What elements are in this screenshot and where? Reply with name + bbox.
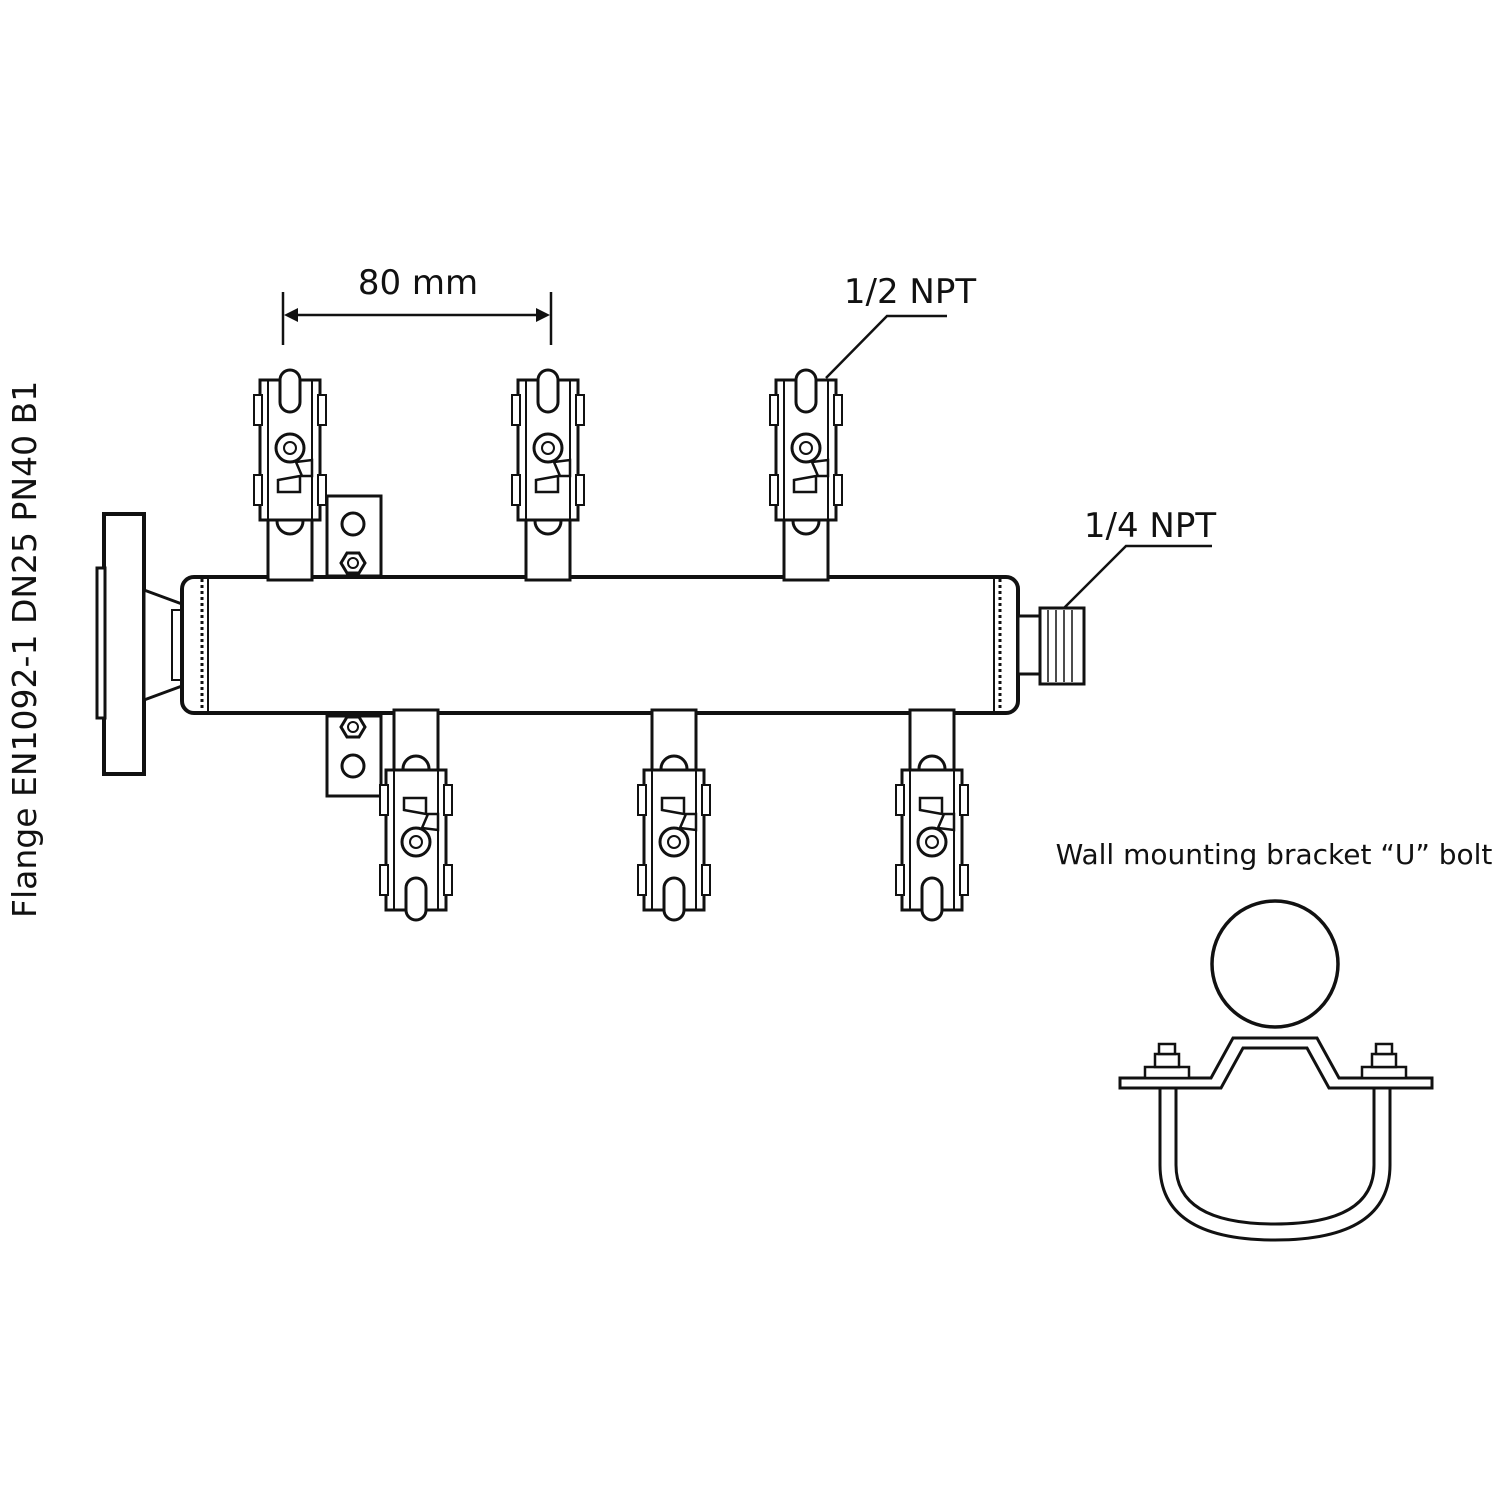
valve-top-3: [768, 368, 844, 582]
outlet-thread-leader: [825, 314, 947, 379]
spacing-label: 80 mm: [358, 263, 478, 303]
valve-top-1: [252, 368, 328, 582]
u-bolt-bracket: [1118, 899, 1434, 1242]
flange-label: Flange EN1092-1 DN25 PN40 B1: [5, 381, 44, 918]
outlet-thread-label: 1/2 NPT: [844, 272, 976, 312]
valve-top-2: [510, 368, 586, 582]
valve-bottom-3: [894, 708, 970, 922]
manifold-body: [180, 575, 1020, 715]
end-fitting: [1016, 606, 1086, 686]
end-thread-leader: [1063, 544, 1212, 609]
bracket-label: Wall mounting bracket “U” bolt: [1056, 838, 1493, 871]
valve-bottom-2: [636, 708, 712, 922]
valve-bottom-1: [378, 708, 454, 922]
mounting-bracket-lower: [325, 714, 383, 798]
flange: [95, 512, 185, 776]
spacing-dimension: [281, 292, 553, 345]
end-thread-label: 1/4 NPT: [1084, 506, 1216, 546]
mounting-bracket-upper: [325, 494, 383, 578]
